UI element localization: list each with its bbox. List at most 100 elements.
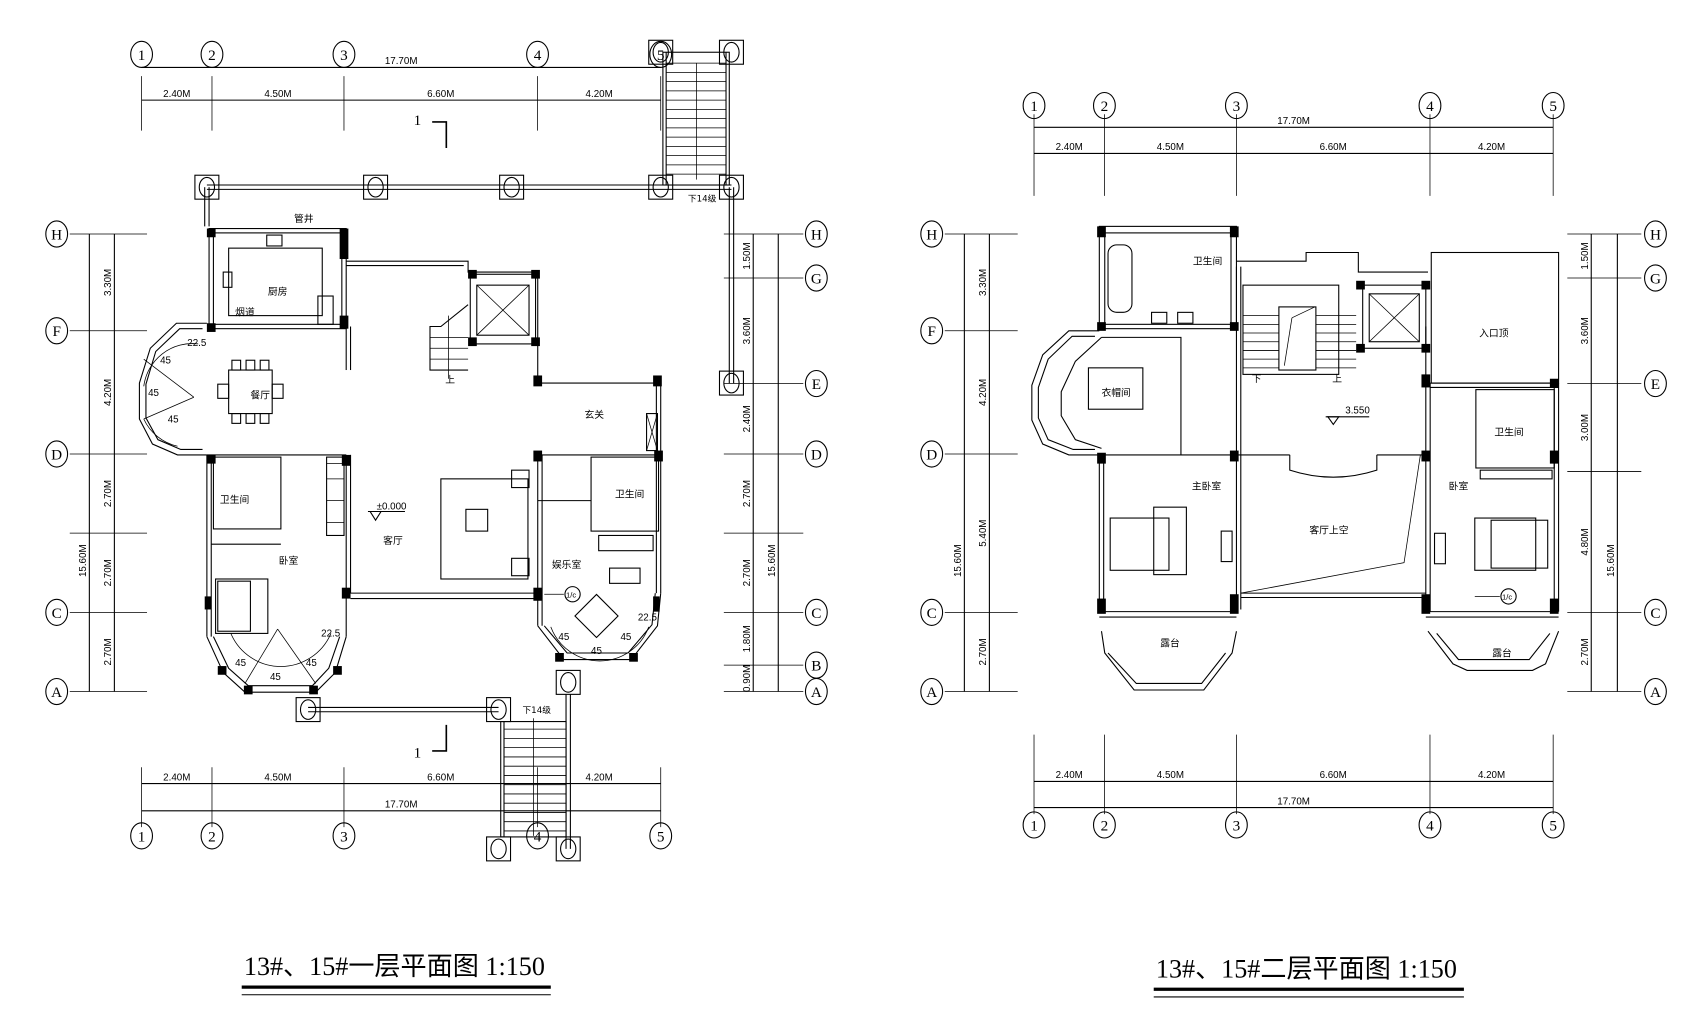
grid-bubble [45,598,69,626]
grid-bubble [200,822,224,850]
elevation-value: ±0.000 [377,501,407,512]
exterior-stair-bottom [500,718,567,838]
svg-text:1/c: 1/c [1502,593,1512,602]
angle-label: 45 [235,658,246,669]
angle-label: 22.5 [321,629,341,640]
grid-label: 1 [1030,817,1038,834]
elevation-mark: 3.550 [1325,406,1370,426]
dimension-text: 2.70M [742,480,753,507]
exterior-stair-top [662,51,730,186]
dimension-text: 6.60M [427,89,454,100]
dimension-text: 0.90M [742,665,753,692]
elevation-mark: ±0.000 [367,501,407,522]
grid-bubble [920,440,944,468]
dimension-text: 3.60M [742,317,753,344]
structural-columns [204,228,663,695]
grid-bubble [526,822,549,850]
room-label-terrace-left: 露台 [1160,636,1180,649]
grid-bubble [804,598,828,626]
grid-label: C [52,605,62,622]
stair-note-top: 下14级 [688,192,717,204]
grid-bubble [1644,677,1667,706]
stair-up-label: 上 [1332,373,1342,385]
dimension-text: 2.70M [103,480,114,507]
section-mark-top: 1 [414,112,448,149]
second-floor-plan: 卫生间 衣帽间 下 上 入口顶 3.550 主卧室 客厅上空 卫生间 卧室 露台… [1031,225,1560,998]
dimension-text: 1.50M [1580,242,1591,269]
stair-note-bottom: 下14级 [523,704,552,716]
grid-label: D [51,446,62,463]
grid-bubble [920,317,944,345]
grid-bubble [920,598,944,626]
grid-label: A [811,684,822,701]
dimension-text: 2.40M [1056,770,1083,781]
dimension-text: 17.70M [1277,116,1310,127]
room-label-bath-left: 卫生间 [220,493,249,506]
dimension-text: 6.60M [1320,770,1347,781]
grid-bubble [1092,811,1116,839]
walls [1031,225,1560,691]
grid-label: F [52,323,60,340]
grid-label: 3 [1233,98,1241,115]
dimension-text: 4.50M [264,89,291,100]
grid-bubble [45,317,69,345]
room-label-kitchen: 厨房 [268,285,288,298]
room-label-foyer: 玄关 [585,408,605,421]
dimension-text: 4.50M [1157,142,1184,153]
grid-label: 2 [1101,98,1109,115]
grid-label: D [811,446,822,463]
grid-bubble [1022,811,1046,839]
dimension-text: 4.20M [978,379,989,406]
sofa [598,534,654,552]
furniture [215,234,654,639]
room-label-bath-top: 卫生间 [1193,254,1222,267]
dimension-text: 15.60M [78,544,89,577]
grid-bubble [649,40,673,69]
grid-bubble [130,40,154,69]
grid-label: H [926,226,937,243]
grid-label: A [51,684,62,701]
angle-label: 22.5 [187,338,207,349]
dimension-text: 4.20M [103,379,114,406]
dimension-text: 4.20M [1478,142,1505,153]
grid-bubble [804,369,828,398]
room-label-dining: 餐厅 [250,388,270,401]
elevation-value: 3.550 [1345,406,1370,417]
angle-label: 45 [306,658,317,669]
room-label-bath-right: 卫生间 [615,487,644,500]
room-label-living: 客厅 [383,534,403,547]
grid-bubble [1644,369,1667,398]
grid-label: H [51,226,62,243]
room-label-entertainment: 娱乐室 [552,558,582,571]
room-label-bedroom: 卧室 [1449,480,1469,493]
bathtub [1107,244,1133,313]
angle-label: 45 [270,672,281,683]
grid-label: 2 [208,828,216,845]
grid-label: 3 [340,828,348,845]
section-mark-bottom: 1 [414,724,448,761]
angle-label: 22.5 [638,612,658,623]
room-label-shaft: 管井 [294,212,314,225]
grid-label: C [927,605,937,622]
room-label-bath-right: 卫生间 [1494,425,1523,438]
angle-label: 45 [558,632,569,643]
grid-bubble [332,40,356,69]
grid-label: 4 [1426,98,1434,115]
dimension-text: 3.00M [1580,414,1591,441]
dimension-text: 17.70M [385,800,418,811]
grid-label: 5 [657,47,665,64]
plan-title-second-floor: 13#、15#二层平面图 1:150 [1153,954,1464,998]
dimension-text: 15.60M [1606,544,1617,577]
grid-bubble [45,440,69,468]
room-label-entrance-roof: 入口顶 [1479,327,1509,339]
dimension-text: 4.20M [586,772,613,783]
dimension-text: 3.30M [978,269,989,296]
room-label-flue: 烟道 [235,306,255,319]
dimension-text: 17.70M [385,56,418,67]
grid-label: 4 [534,47,542,64]
grid-label: E [812,376,821,393]
grid-bubble [1418,91,1442,120]
room-label-terrace-right: 露台 [1492,646,1512,659]
svg-text:1/c: 1/c [566,590,576,599]
grid-label: 4 [1426,817,1434,834]
